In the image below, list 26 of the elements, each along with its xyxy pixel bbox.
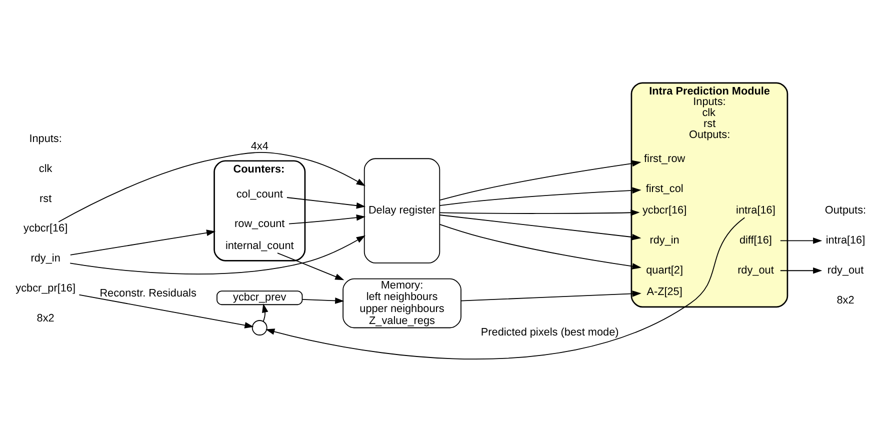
edge-label: Predicted pixels (best mode) [480, 326, 619, 339]
node-text: ycbcr_pr[16] [16, 282, 76, 295]
node-text: col_count [236, 188, 283, 200]
label: 8x2 [36, 312, 54, 324]
label: 8x2 [836, 294, 854, 306]
node-text: ycbcr[16] [24, 222, 68, 235]
node-text: rdy_in [650, 234, 680, 246]
node-text: quart[2] [646, 264, 684, 276]
edge-label: Reconstr. Residuals [100, 288, 196, 300]
label: Outputs: [824, 204, 866, 217]
node-text: rdy_out [738, 264, 774, 276]
label: clk [38, 162, 52, 175]
node-text: rdy_in [30, 252, 60, 265]
node-text: rdy_out [827, 264, 864, 276]
node-text: first_row [644, 152, 686, 165]
node-text: A-Z[25] [646, 286, 682, 298]
label: Inputs: [29, 132, 62, 145]
node-text: intra[16] [826, 234, 866, 246]
node-text: intra[16] [736, 204, 776, 217]
node-text: row_count [234, 218, 285, 230]
node-text: first_col [646, 182, 684, 195]
label: rst [40, 192, 52, 205]
node-text: diff[16] [739, 234, 772, 246]
node-text: internal_count [225, 240, 294, 252]
node-text: ycbcr[16] [642, 204, 687, 217]
edge-label: 4x4 [250, 140, 268, 153]
